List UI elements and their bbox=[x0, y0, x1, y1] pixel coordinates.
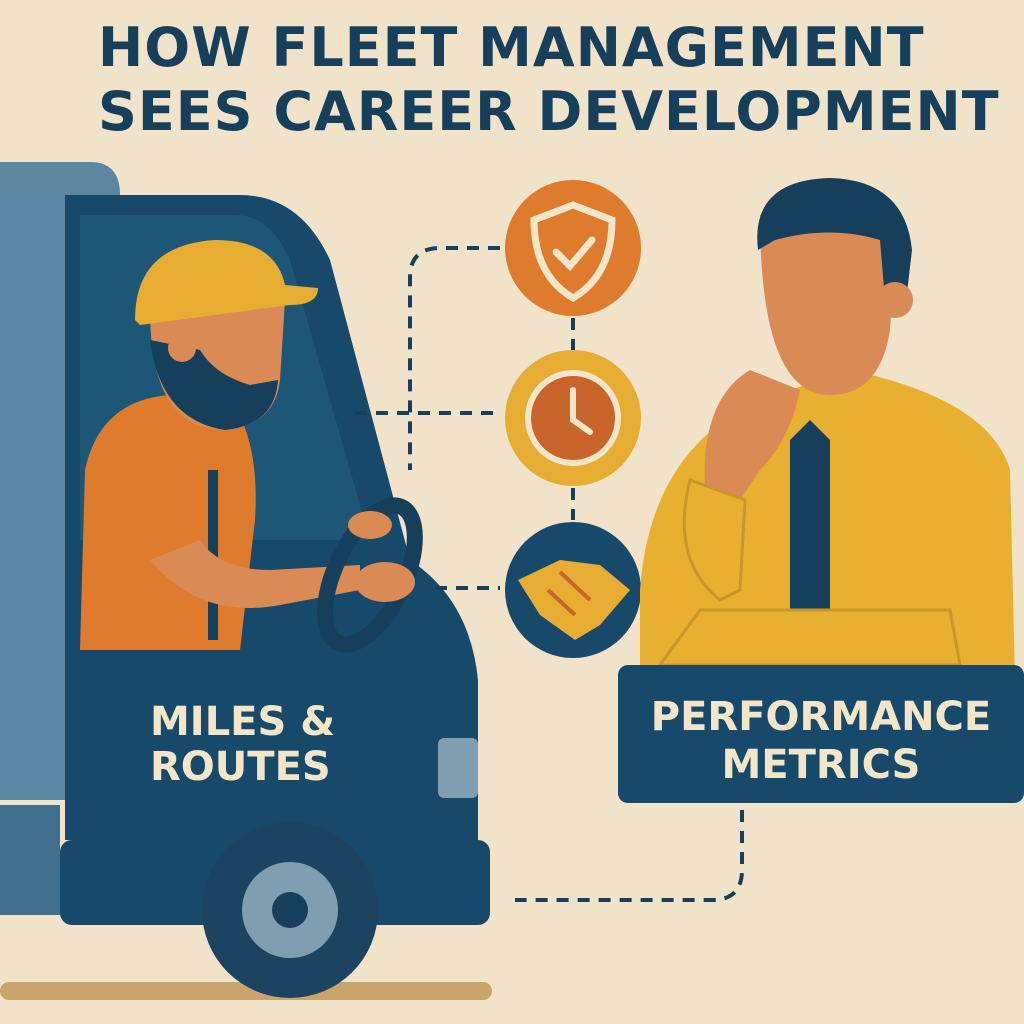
road bbox=[0, 982, 492, 1000]
title-line-2: SEES CAREER DEVELOPMENT bbox=[98, 80, 1000, 143]
driver-label-line-1: MILES & bbox=[150, 699, 335, 745]
truck-headlight bbox=[438, 738, 478, 798]
title-line-1: HOW FLEET MANAGEMENT bbox=[98, 16, 925, 79]
manager-forearm bbox=[657, 608, 962, 667]
manager bbox=[640, 178, 1015, 680]
manager-label-line-2: METRICS bbox=[721, 742, 920, 788]
metrics-box bbox=[618, 665, 1024, 803]
manager-arm bbox=[682, 478, 747, 602]
shield-check-icon bbox=[505, 180, 641, 316]
driver-hand bbox=[355, 562, 415, 602]
driver-beard bbox=[150, 340, 278, 430]
clock-icon bbox=[505, 350, 641, 486]
manager-face bbox=[760, 200, 895, 395]
connector-metrics bbox=[515, 810, 744, 902]
driver-arm bbox=[150, 540, 360, 608]
manager-label-line-1: PERFORMANCE bbox=[651, 694, 992, 740]
handshake-icon bbox=[505, 522, 641, 658]
driver-cap bbox=[135, 240, 318, 325]
driver-hand-upper bbox=[348, 511, 392, 539]
manager-tie bbox=[790, 420, 830, 625]
manager-hair bbox=[757, 178, 912, 310]
truck-hub-center bbox=[272, 892, 308, 928]
connector-shield bbox=[408, 246, 500, 470]
manager-hand bbox=[704, 370, 800, 500]
driver-ear bbox=[168, 334, 196, 362]
driver bbox=[80, 240, 423, 653]
driver-label-line-2: ROUTES bbox=[150, 744, 331, 790]
manager-ear bbox=[877, 282, 913, 318]
truck-bumper-left bbox=[0, 805, 60, 915]
driver-shirt bbox=[80, 395, 256, 650]
